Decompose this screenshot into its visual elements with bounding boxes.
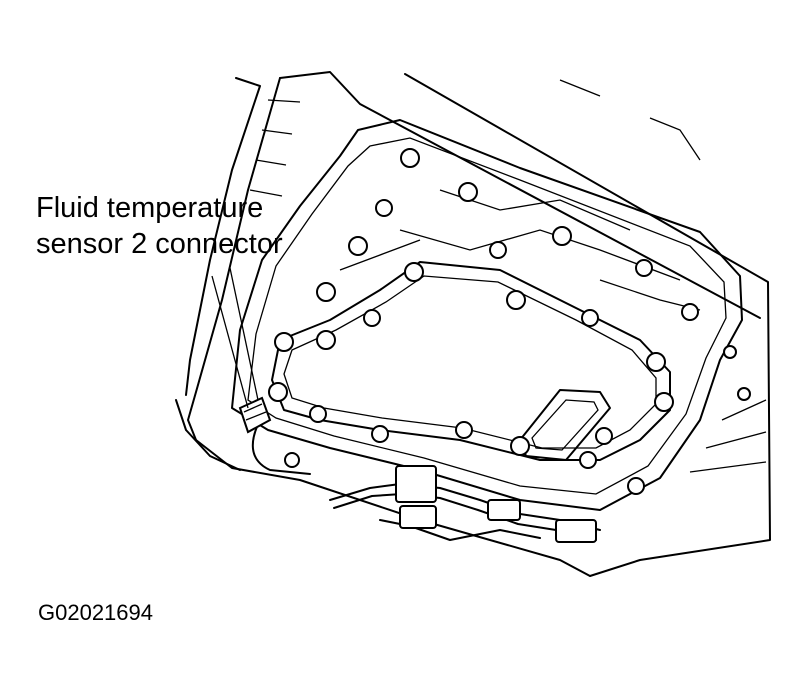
fluid-temperature-sensor-2-connector	[238, 396, 272, 434]
figure-id: G02021694	[38, 600, 153, 625]
transmission-case-outline	[175, 71, 771, 577]
callout-label-line2: sensor 2 connector	[36, 228, 283, 260]
pan-gasket-flange	[231, 119, 743, 511]
wiring-harness	[251, 419, 601, 543]
bolt-heads	[268, 148, 751, 495]
callout-leader-lines	[211, 267, 259, 409]
valve-body-plate	[271, 189, 701, 461]
callout-label-line1: Fluid temperature	[36, 192, 264, 224]
